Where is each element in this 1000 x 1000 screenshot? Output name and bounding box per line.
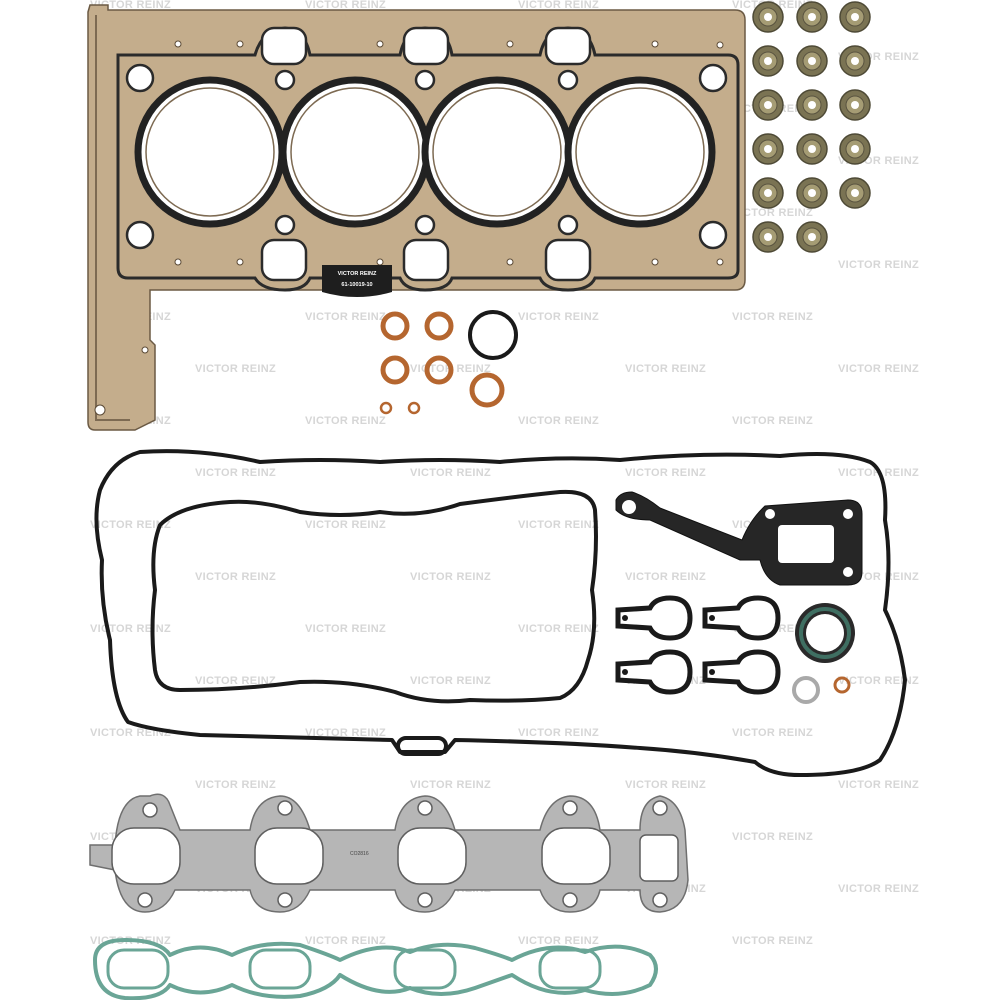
watermark-text: VICTOR REINZ [195, 675, 276, 687]
valve-stem-seal-hole [851, 13, 859, 21]
watermark-text: VICTOR REINZ [625, 467, 706, 479]
watermark-text: VICTOR REINZ [305, 519, 386, 531]
watermark-text: VICTOR REINZ [732, 207, 813, 219]
copper-washers [379, 311, 505, 415]
watermark-text: VICTOR REINZ [305, 623, 386, 635]
valve-stem-seal-hole [764, 13, 772, 21]
watermark-text: VICTOR REINZ [838, 883, 919, 895]
watermark-text: VICTOR REINZ [732, 727, 813, 739]
housing-gasket [615, 491, 863, 586]
watermark-text: VICTOR REINZ [305, 415, 386, 427]
valve-stem-seals [752, 1, 871, 253]
watermark-text: VICTOR REINZ [518, 623, 599, 635]
copper-washer-small [833, 676, 851, 694]
watermark-text: VICTOR REINZ [625, 779, 706, 791]
watermark-text: VICTOR REINZ [838, 259, 919, 271]
valve-stem-seal-hole [764, 101, 772, 109]
valve-stem-seal-hole [764, 233, 772, 241]
o-ring-grey [792, 676, 820, 704]
watermark-text: VICTOR REINZ [195, 467, 276, 479]
watermark-text: VICTOR REINZ [518, 311, 599, 323]
crankshaft-oil-seal [795, 603, 855, 663]
watermark-text: VICTOR REINZ [838, 675, 919, 687]
watermark-text: VICTOR REINZ [305, 727, 386, 739]
valve-stem-seal-hole [808, 13, 816, 21]
watermark-text: VICTOR REINZ [838, 779, 919, 791]
gasket-stamp-brand: VICTOR REINZ [338, 271, 377, 277]
valve-stem-seal-hole [764, 57, 772, 65]
watermark-text: VICTOR REINZ [518, 0, 599, 11]
watermark-text: VICTOR REINZ [518, 727, 599, 739]
watermark-text: VICTOR REINZ [305, 0, 386, 11]
watermark-text: VICTOR REINZ [90, 0, 171, 11]
watermark-text: VICTOR REINZ [90, 519, 171, 531]
valve-stem-seal-hole [764, 145, 772, 153]
watermark-text: VICTOR REINZ [305, 935, 386, 947]
cylinder-bores [134, 76, 716, 228]
valve-stem-seal-hole [808, 145, 816, 153]
valve-cover-gasket [94, 449, 907, 777]
valve-stem-seal-hole [851, 145, 859, 153]
intake-manifold-gasket [93, 938, 658, 1000]
watermark-text: VICTOR REINZ [625, 571, 706, 583]
valve-stem-seal-hole [808, 57, 816, 65]
valve-stem-seal-hole [764, 189, 772, 197]
valve-stem-seal-hole [808, 233, 816, 241]
valve-stem-seal-hole [808, 189, 816, 197]
cylinder-head-gasket: VICTOR REINZ 61-10019-10 [87, 4, 746, 431]
exhaust-manifold-gasket: CO2816 [89, 793, 689, 913]
watermark-text: VICTOR REINZ [732, 831, 813, 843]
watermark-text: VICTOR REINZ [838, 363, 919, 375]
watermark-text: VICTOR REINZ [410, 467, 491, 479]
watermark-text: VICTOR REINZ [195, 571, 276, 583]
watermark-text: VICTOR REINZ [90, 623, 171, 635]
watermark-text: VICTOR REINZ [305, 311, 386, 323]
watermark-text: VICTOR REINZ [518, 935, 599, 947]
watermark-text: VICTOR REINZ [625, 363, 706, 375]
valve-stem-seal-hole [851, 57, 859, 65]
watermark-text: VICTOR REINZ [195, 779, 276, 791]
watermark-text: VICTOR REINZ [518, 519, 599, 531]
watermark-text: VICTOR REINZ [732, 311, 813, 323]
o-ring-large [468, 310, 518, 360]
watermark-text: VICTOR REINZ [732, 935, 813, 947]
injector-seals [615, 595, 781, 695]
head-bolt-holes [125, 26, 728, 282]
watermark-text: VICTOR REINZ [410, 779, 491, 791]
gasket-part-number: 61-10019-10 [341, 282, 372, 288]
watermark-text: VICTOR REINZ [732, 415, 813, 427]
watermark-text: VICTOR REINZ [410, 571, 491, 583]
manifold-code: CO2816 [350, 851, 369, 857]
watermark-text: VICTOR REINZ [195, 363, 276, 375]
valve-stem-seal-hole [808, 101, 816, 109]
valve-stem-seal-hole [851, 189, 859, 197]
valve-stem-seal-hole [851, 101, 859, 109]
watermark-text: VICTOR REINZ [518, 415, 599, 427]
watermark-text: VICTOR REINZ [410, 675, 491, 687]
